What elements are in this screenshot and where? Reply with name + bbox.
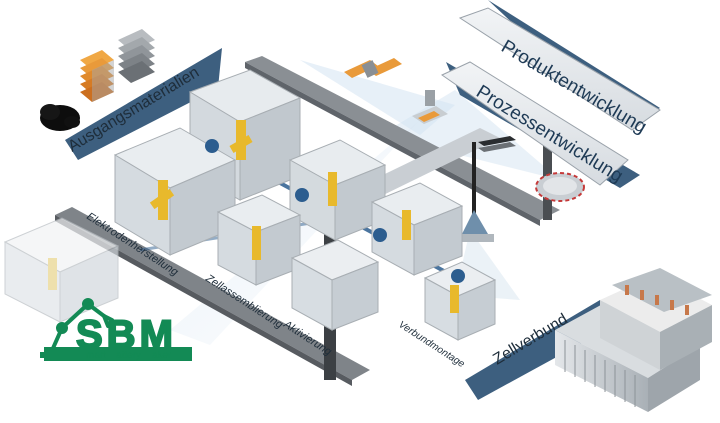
station-cube-4 [216,194,302,286]
floating-parts [344,58,585,242]
process-node [205,139,219,153]
station-cube-detached [3,217,120,323]
station-cube-7 [423,261,497,341]
tool-press-icon [412,90,448,124]
sbm-logo: SBM mart attery aker [40,298,192,361]
blade-icon [478,136,516,152]
station-cube-5 [370,182,464,276]
process-nodes [205,139,465,283]
process-node [295,188,309,202]
satellite-icon [344,58,402,78]
station-cube-2 [113,127,237,256]
battery-pack-image [555,268,712,412]
orange-material-stack [80,50,114,102]
cell-plates [564,340,636,407]
grey-material-stack [118,29,155,83]
black-powder-pile [40,104,80,131]
logo-word-aker: aker [152,350,172,361]
station-cube-6 [290,239,380,331]
cell-disc-icon [535,172,585,202]
hanging-press-icon [458,210,494,242]
process-node [373,228,387,242]
station-cubes [3,69,497,341]
logo-word-attery: attery [116,350,141,361]
process-node [451,269,465,283]
raw-materials-group [40,29,155,131]
copper-terminals [625,285,689,315]
logo-word-mart: mart [86,350,106,361]
